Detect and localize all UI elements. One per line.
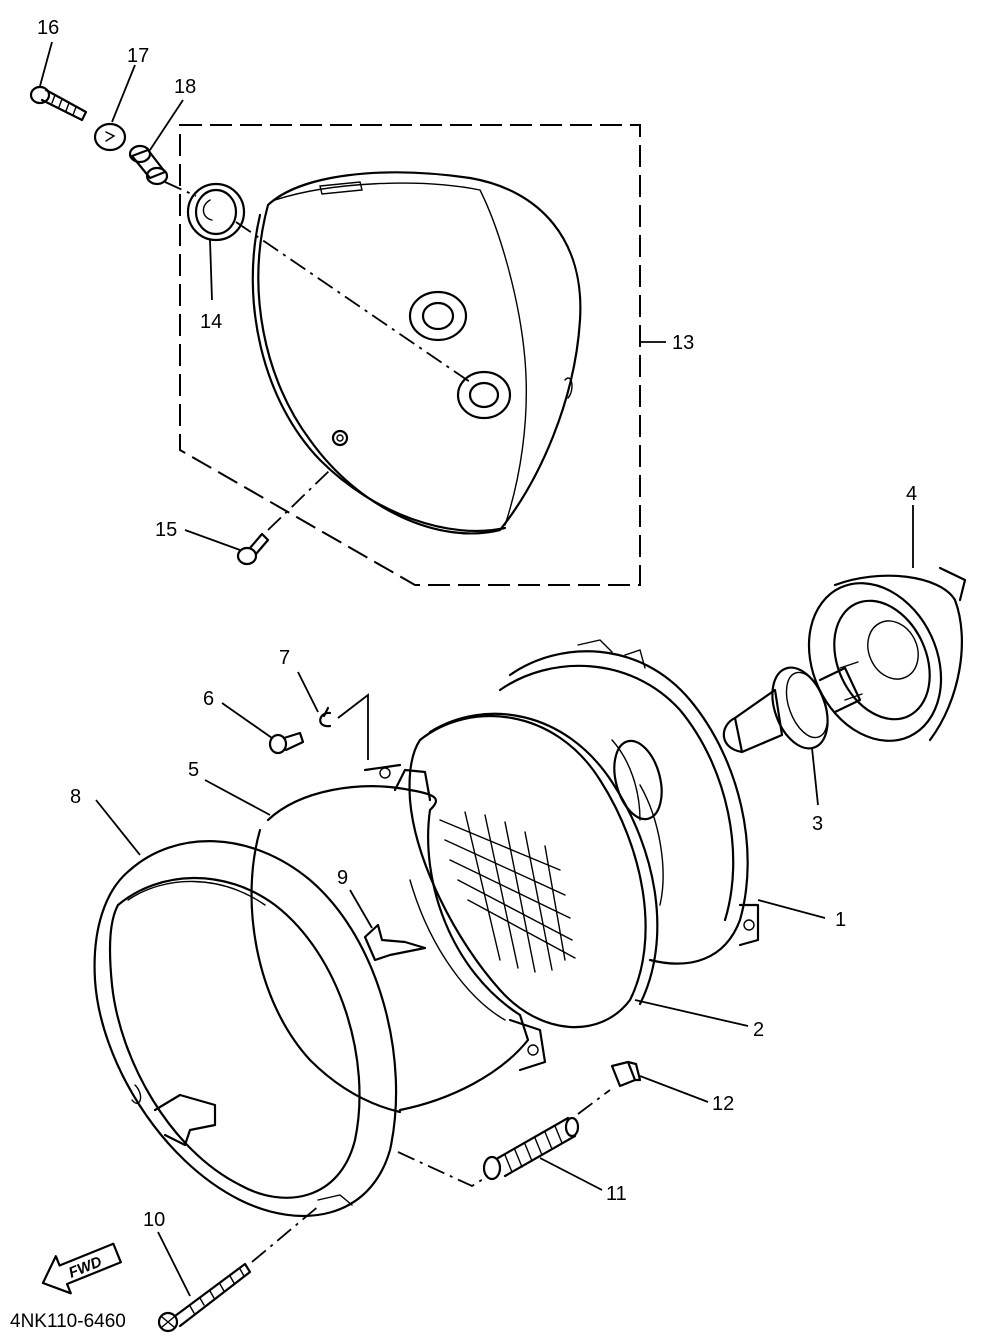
grommet-14 [186, 182, 246, 242]
headlight-rim-8 [93, 840, 398, 1218]
part-label-1: 1 [835, 909, 846, 931]
reflector-unit-1 [498, 639, 760, 965]
washer-17 [93, 122, 127, 152]
socket-cover-4 [807, 566, 967, 742]
part-label-9: 9 [337, 867, 348, 889]
lens-unit-2 [408, 712, 659, 1029]
part-label-2: 2 [753, 1019, 764, 1041]
part-label-11: 11 [606, 1183, 627, 1205]
part-label-5: 5 [188, 759, 199, 781]
bolt-16 [29, 85, 88, 122]
screw-6 [268, 731, 305, 755]
headlight-body-shell [257, 171, 582, 535]
assembly-13-boundary [179, 124, 641, 586]
part-label-6: 6 [203, 688, 214, 710]
part-label-8: 8 [70, 786, 81, 808]
part-label-4: 4 [906, 483, 917, 505]
part-label-17: 17 [127, 45, 149, 67]
washer-7 [319, 706, 332, 728]
bulb-3 [722, 661, 863, 754]
headlight-body-assembly [179, 124, 641, 586]
part-label-3: 3 [812, 813, 823, 835]
nut-12 [610, 1060, 642, 1088]
bracket-9 [363, 923, 427, 962]
part-label-10: 10 [143, 1209, 165, 1231]
lens-pattern [439, 811, 576, 973]
part-label-16: 16 [37, 17, 59, 39]
collar-18 [128, 144, 169, 186]
leader-lines [39, 41, 914, 1297]
headlight-case-5 [250, 763, 547, 1114]
fwd-direction-arrow: FWD [41, 1242, 122, 1295]
spring-11 [482, 1116, 580, 1181]
screw-10 [157, 1262, 252, 1333]
part-label-18: 18 [174, 76, 196, 98]
part-label-13: 13 [672, 332, 694, 354]
screw-15 [236, 532, 270, 566]
part-label-7: 7 [279, 647, 290, 669]
part-label-12: 12 [712, 1093, 734, 1115]
drawing-code: 4NK110-6460 [10, 1311, 126, 1332]
part-labels: 1 2 3 4 5 6 7 8 9 10 11 12 13 14 15 16 1… [37, 17, 917, 1231]
part-label-15: 15 [155, 519, 177, 541]
part-label-14: 14 [200, 311, 222, 333]
